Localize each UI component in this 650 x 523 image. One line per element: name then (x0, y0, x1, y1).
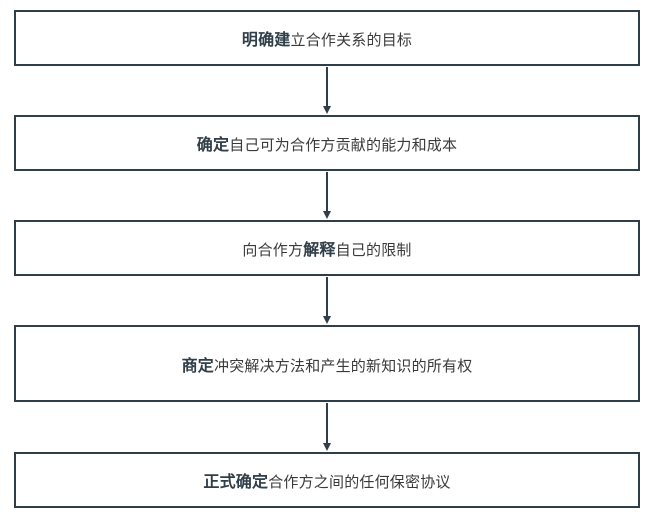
step-5-label: 正式确定合作方之间的任何保密协议 (203, 468, 450, 492)
step-4-post: 冲突解决方法和产生的新知识的所有权 (214, 356, 473, 375)
step-1-label: 明确建立合作关系的目标 (242, 26, 412, 50)
step-4-bold: 商定 (181, 355, 214, 375)
step-3-post: 自己的限制 (335, 241, 412, 259)
step-2-bold: 确定 (196, 135, 230, 154)
step-5-post: 合作方之间的任何保密协议 (268, 473, 451, 491)
step-1-post: 立合作关系的目标 (290, 31, 413, 49)
step-2-box: 确定自己可为合作方贡献的能力和成本 (14, 115, 640, 171)
step-4-label: 商定冲突解决方法和产生的新知识的所有权 (182, 352, 473, 376)
step-3-bold: 解释 (303, 240, 336, 259)
step-5-box: 正式确定合作方之间的任何保密协议 (14, 452, 640, 508)
step-1-bold: 明确建 (241, 30, 291, 49)
step-2-label: 确定自己可为合作方贡献的能力和成本 (197, 131, 457, 155)
step-3-pre: 向合作方 (242, 241, 304, 259)
step-2-post: 自己可为合作方贡献的能力和成本 (229, 136, 458, 154)
step-3-box: 向合作方解释自己的限制 (14, 220, 640, 276)
step-4-box: 商定冲突解决方法和产生的新知识的所有权 (14, 325, 640, 402)
step-5-bold: 正式确定 (203, 472, 269, 491)
step-3-label: 向合作方解释自己的限制 (242, 236, 411, 260)
step-1-box: 明确建立合作关系的目标 (14, 10, 640, 66)
